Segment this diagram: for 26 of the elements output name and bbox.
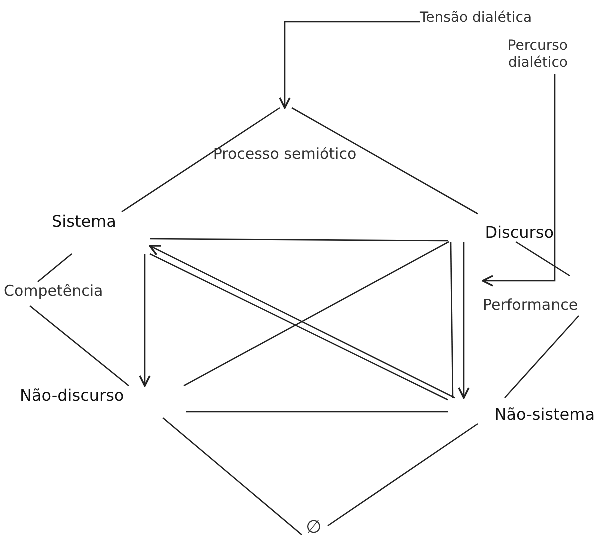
- connector-line: [504, 316, 580, 398]
- arrow: [458, 242, 470, 399]
- connector-line: [186, 411, 448, 413]
- empty-set-symbol: ∅: [306, 517, 322, 539]
- concept-label: Competência: [4, 282, 104, 300]
- concept-label: Processo semiótico: [213, 145, 357, 163]
- concept-label: Não-sistema: [494, 404, 595, 424]
- arrow: [482, 74, 556, 287]
- concept-label: Sistema: [52, 212, 116, 232]
- connector-line: [292, 107, 478, 215]
- connector-line: [30, 306, 130, 386]
- connector-line: [162, 418, 302, 536]
- connector-line: [516, 241, 570, 277]
- connector-line: [150, 238, 448, 242]
- connector-line: [328, 423, 478, 527]
- arrow: [139, 254, 151, 387]
- concept-label: Percurso dialético: [506, 38, 568, 72]
- connector-line: [38, 254, 72, 282]
- connector-line: [184, 241, 450, 387]
- concept-label: Tensão dialética: [420, 10, 532, 27]
- concept-label: Discurso: [485, 222, 554, 242]
- connector-line: [450, 242, 454, 398]
- connector-line: [122, 107, 280, 213]
- arrow: [279, 21, 420, 109]
- concept-label: Performance: [483, 296, 578, 314]
- concept-label: Não-discurso: [20, 386, 124, 406]
